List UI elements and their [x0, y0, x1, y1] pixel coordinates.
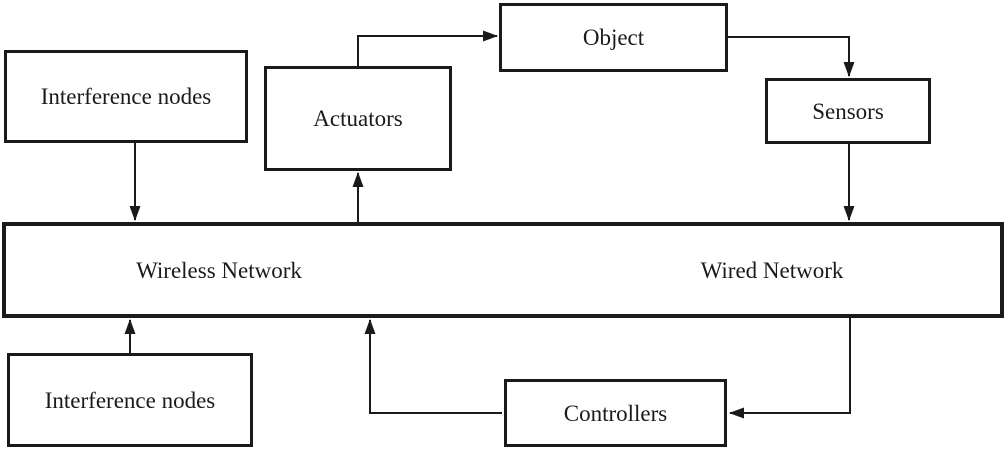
arrow-controllers-to-wireless: [364, 319, 502, 414]
wireless-network-label: Wireless Network: [136, 257, 302, 283]
arrow-object-to-sensors: [728, 36, 855, 77]
network-bus-box: [2, 222, 1004, 318]
object-label: Object: [582, 25, 645, 50]
controllers-box: Controllers: [504, 379, 727, 447]
arrow-wired-to-controllers: [729, 316, 851, 419]
controllers-label: Controllers: [563, 400, 668, 426]
wired-network-box: Wired Network: [558, 237, 986, 303]
actuators-box: Actuators: [264, 66, 452, 171]
wired-network-label: Wired Network: [700, 257, 844, 283]
interference-nodes-top-label: Interference nodes: [40, 84, 212, 109]
sensors-box: Sensors: [765, 78, 931, 144]
interference-nodes-bottom-label: Interference nodes: [44, 387, 216, 413]
object-box: Object: [499, 3, 728, 72]
actuators-label: Actuators: [313, 106, 403, 131]
arrow-actuators-to-object: [357, 30, 498, 66]
interference-nodes-top-box: Interference nodes: [4, 50, 248, 143]
interference-nodes-bottom-box: Interference nodes: [7, 353, 253, 447]
wireless-network-box: Wireless Network: [19, 237, 419, 303]
sensors-label: Sensors: [812, 98, 884, 124]
